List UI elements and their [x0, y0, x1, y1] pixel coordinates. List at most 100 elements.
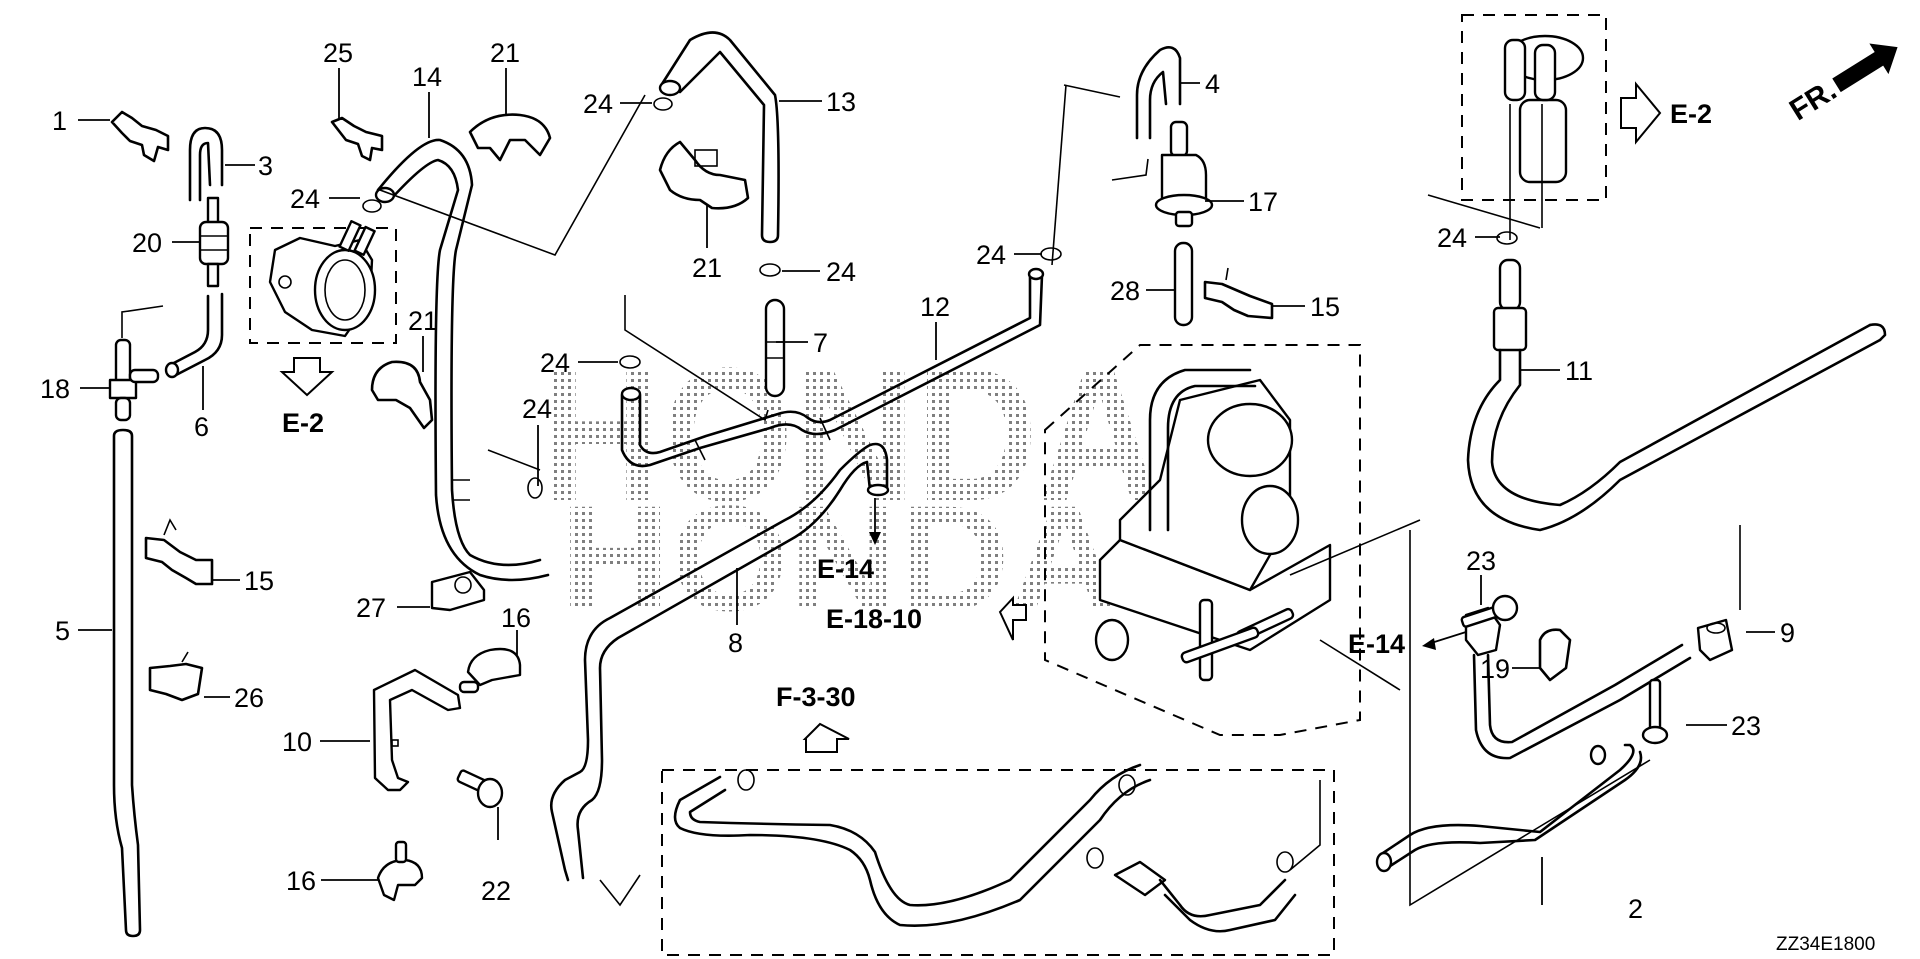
callout-8[interactable]: 8 [728, 628, 743, 658]
part-16-clamp-upper[interactable] [458, 647, 522, 694]
part-16-clamp-lower[interactable] [376, 840, 424, 902]
part-17-fuel-filter[interactable] [1154, 120, 1214, 228]
callout-15a[interactable]: 15 [244, 566, 274, 596]
lower-hose-b[interactable] [1086, 780, 1321, 933]
ref-label-e14-right[interactable]: E-14 [1348, 629, 1405, 659]
part-4-hose[interactable] [1135, 46, 1182, 140]
callout-14[interactable]: 14 [412, 62, 442, 92]
part-21-clamp-lower[interactable] [370, 360, 434, 430]
part-24-hose-clip-set[interactable] [362, 97, 1518, 499]
part-15-hose-clip-right[interactable] [1203, 267, 1274, 320]
fuel-pump-assembly[interactable] [268, 219, 377, 338]
callout-26[interactable]: 26 [234, 683, 264, 713]
callout-21b[interactable]: 21 [692, 253, 722, 283]
callout-4[interactable]: 4 [1205, 69, 1220, 99]
hollow-arrow-right-icon [1620, 81, 1662, 145]
carburetor-assembly[interactable] [1094, 368, 1332, 682]
part-5-tube[interactable] [112, 428, 142, 938]
callout-5[interactable]: 5 [55, 616, 70, 646]
callout-12[interactable]: 12 [920, 292, 950, 322]
guide-line-right-lower [1409, 530, 1651, 907]
callout-27[interactable]: 27 [356, 593, 386, 623]
callout-25[interactable]: 25 [323, 38, 353, 68]
callout-24a[interactable]: 24 [583, 89, 613, 119]
dashed-box-fuel-strainer [1461, 14, 1607, 201]
arrow-down-icon [869, 532, 881, 545]
part-23-bolt-upper[interactable] [1460, 594, 1519, 628]
ref-label-e2-left[interactable]: E-2 [282, 408, 324, 438]
callout-17[interactable]: 17 [1248, 187, 1278, 217]
part-1-hose-clip[interactable] [110, 110, 170, 163]
watermark: HONDA HONDA [540, 329, 1160, 642]
callout-6[interactable]: 6 [194, 412, 209, 442]
part-6-hose[interactable] [164, 292, 224, 379]
part-23-bolt-lower[interactable] [1641, 678, 1669, 745]
part-22-bolt[interactable] [456, 769, 504, 809]
callout-24d[interactable]: 24 [540, 348, 570, 378]
ref-e14-mid[interactable]: E-14 [817, 498, 881, 584]
part-21-clamp-top[interactable] [468, 113, 552, 162]
ref-e14-right[interactable]: E-14 [1348, 629, 1467, 659]
callout-1[interactable]: 1 [52, 106, 67, 136]
ref-e2-left[interactable]: E-2 [279, 357, 335, 438]
part-2-hose[interactable] [1375, 743, 1643, 873]
part-18-t-joint[interactable] [108, 305, 164, 422]
hollow-arrow-left-icon [998, 595, 1027, 641]
guide-lines [379, 84, 1421, 907]
callout-24b[interactable]: 24 [826, 257, 856, 287]
part-25-hose-clip[interactable] [330, 116, 384, 162]
part-21-clamp-middle[interactable] [658, 140, 750, 210]
callout-24c[interactable]: 24 [290, 184, 320, 214]
callout-23a[interactable]: 23 [1466, 546, 1496, 576]
front-direction-indicator: FR. [1784, 43, 1898, 127]
callout-9[interactable]: 9 [1780, 618, 1795, 648]
callout-21c[interactable]: 21 [408, 306, 438, 336]
ref-label-e18-10[interactable]: E-18-10 [826, 604, 922, 634]
callout-16b[interactable]: 16 [286, 866, 316, 896]
callout-13[interactable]: 13 [826, 87, 856, 117]
callout-28[interactable]: 28 [1110, 276, 1140, 306]
part-28-hose[interactable] [1173, 241, 1194, 327]
hose-clip-24-f [362, 199, 382, 213]
part-13-hose[interactable] [658, 31, 780, 244]
part-15-hose-clip-left[interactable] [144, 518, 214, 586]
ref-f330[interactable]: F-3-30 [776, 682, 856, 753]
callout-20[interactable]: 20 [132, 228, 162, 258]
callout-leaders [78, 68, 1775, 905]
part-10-stay-bracket[interactable] [372, 668, 462, 792]
part-20-filter[interactable] [198, 196, 230, 288]
part-3-hose[interactable] [188, 126, 224, 202]
callout-10[interactable]: 10 [282, 727, 312, 757]
fuel-strainer-assembly[interactable] [1427, 34, 1585, 240]
hose-clip-24-a [653, 97, 673, 111]
lower-hose-a[interactable] [673, 763, 1152, 927]
callout-21a[interactable]: 21 [490, 38, 520, 68]
callout-2[interactable]: 2 [1628, 894, 1643, 924]
part-11-hose[interactable] [1466, 258, 1887, 532]
part-27-clamp[interactable] [430, 570, 486, 612]
callout-19[interactable]: 19 [1480, 654, 1510, 684]
callout-7[interactable]: 7 [813, 328, 828, 358]
ref-e1810[interactable]: E-18-10 [826, 595, 1027, 641]
part-14-hose[interactable] [374, 138, 550, 582]
callout-16a[interactable]: 16 [501, 603, 531, 633]
part-26-hose-clip[interactable] [148, 651, 204, 702]
callout-24e[interactable]: 24 [522, 394, 552, 424]
callout-24f[interactable]: 24 [976, 240, 1006, 270]
callout-11[interactable]: 11 [1565, 356, 1593, 386]
callout-24g[interactable]: 24 [1437, 223, 1467, 253]
part-12-hose[interactable] [620, 267, 1045, 468]
part-19-clip[interactable] [1538, 628, 1572, 682]
callout-3[interactable]: 3 [258, 151, 273, 181]
part-7-joint[interactable] [764, 298, 786, 398]
callout-23b[interactable]: 23 [1731, 711, 1761, 741]
callout-22[interactable]: 22 [481, 876, 511, 906]
ref-e2-right[interactable]: E-2 [1620, 81, 1712, 145]
part-8-hose[interactable] [550, 442, 890, 882]
callout-18[interactable]: 18 [40, 374, 70, 404]
hose-clip-24-b [759, 263, 781, 277]
ref-label-e2-right[interactable]: E-2 [1670, 99, 1712, 129]
ref-label-f3-30[interactable]: F-3-30 [776, 682, 856, 712]
callout-15b[interactable]: 15 [1310, 292, 1340, 322]
ref-label-e14-mid[interactable]: E-14 [817, 554, 874, 584]
